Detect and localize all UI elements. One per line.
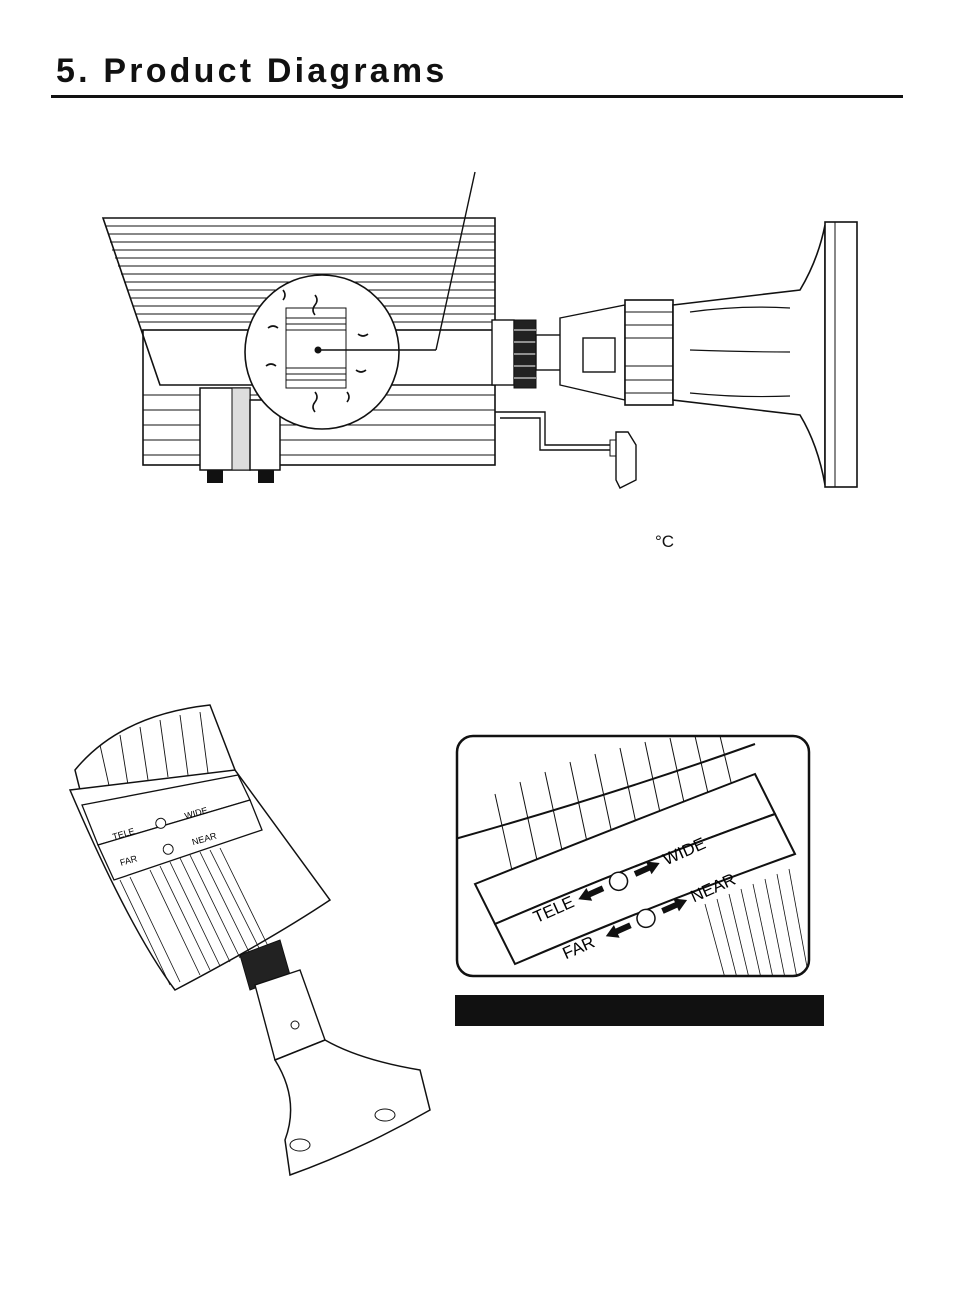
small-far-label: FAR (119, 853, 139, 868)
focus-adjust-screw (636, 908, 656, 929)
camera-angled-view: TELE WIDE FAR NEAR (68, 704, 431, 1177)
arrow-left-icon (578, 885, 605, 901)
arrow-right-icon (661, 898, 688, 914)
arrow-right-icon (633, 861, 660, 877)
caption-bar (455, 995, 824, 1026)
camera-side-view (101, 171, 858, 489)
temperature-unit-label: °C (655, 532, 675, 551)
title-rule (51, 95, 903, 98)
arrow-left-icon (605, 922, 632, 938)
page-title: 5. Product Diagrams (56, 52, 448, 90)
zoom-adjust-screw (608, 871, 629, 892)
lens-ring-closeup: TELE WIDE FAR NEAR (455, 734, 811, 978)
